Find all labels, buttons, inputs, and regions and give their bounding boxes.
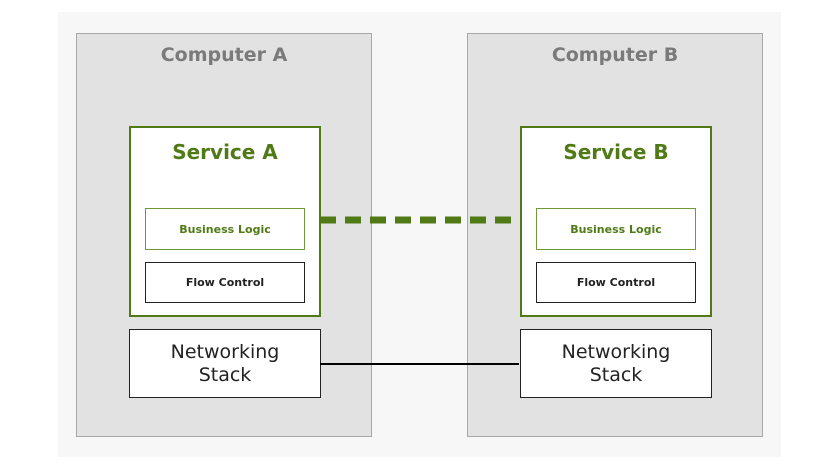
service-b-title: Service B: [563, 140, 669, 164]
computer-b-title: Computer B: [551, 44, 679, 66]
service-b-box: Service B Business Logic Flow Control: [520, 126, 712, 317]
computer-a-title: Computer A: [160, 44, 288, 66]
service-b-flow-control: Flow Control: [536, 262, 696, 303]
computer-a-networking-stack: Networking Stack: [129, 329, 321, 398]
computer-b-box: Computer B Service B Business Logic Flow…: [467, 33, 763, 437]
service-b-business-logic: Business Logic: [536, 208, 696, 250]
service-a-flow-control: Flow Control: [145, 262, 305, 303]
service-a-business-logic: Business Logic: [145, 208, 305, 250]
computer-b-networking-stack: Networking Stack: [520, 329, 712, 398]
service-a-title: Service A: [172, 140, 278, 164]
